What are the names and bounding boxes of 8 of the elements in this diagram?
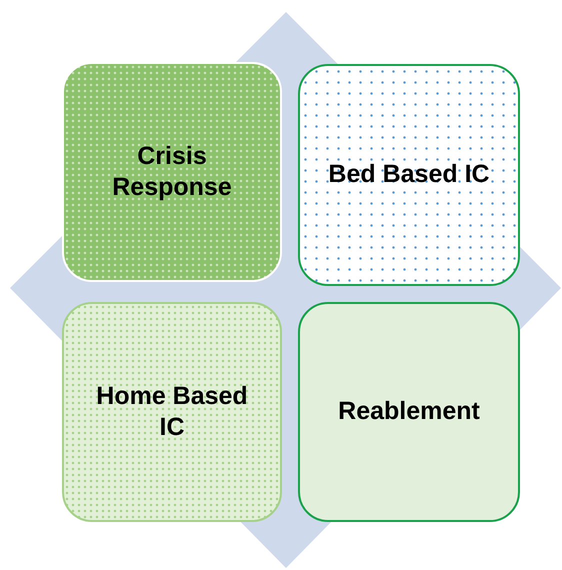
rounded-box [298, 64, 520, 286]
box-label: Reablement [338, 396, 480, 428]
box-label: Home Based IC [95, 380, 249, 443]
rounded-box [62, 62, 282, 282]
box-label: Crisis Response [111, 140, 233, 203]
rounded-box [298, 302, 520, 522]
rounded-box [62, 302, 282, 522]
box-label: Bed Based IC [328, 159, 490, 190]
